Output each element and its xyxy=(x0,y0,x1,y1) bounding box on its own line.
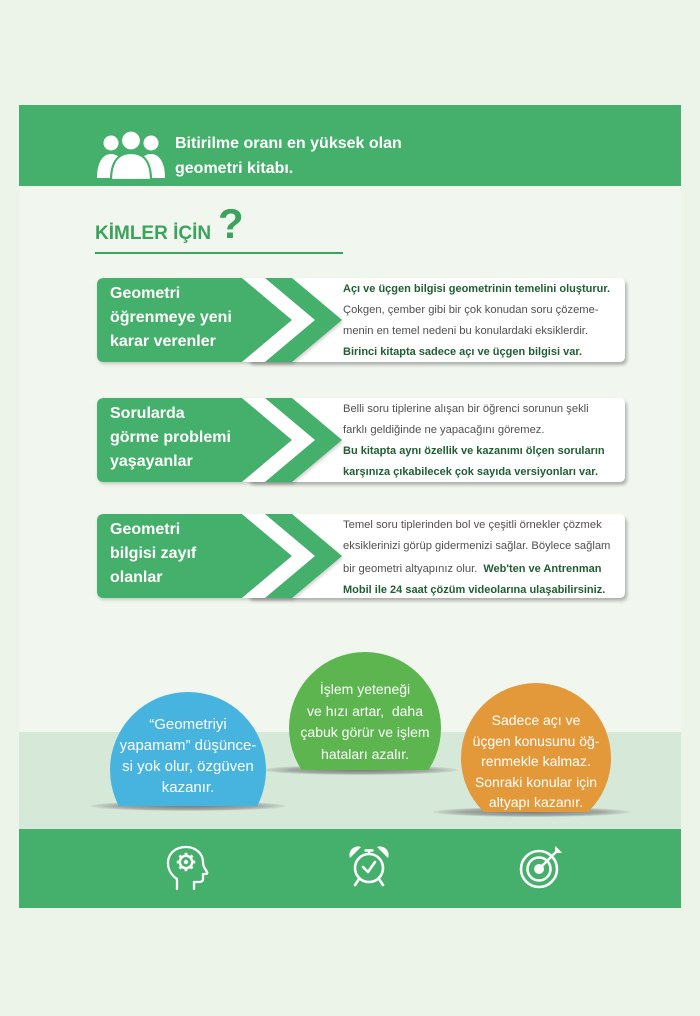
bubble-line: hataları azalır. xyxy=(321,745,409,762)
header-tagline-line: geometri kitabı. xyxy=(175,160,294,177)
bubble-shadow xyxy=(433,807,630,817)
description-line: Açı ve üçgen bilgisi geometrinin temelin… xyxy=(343,283,611,295)
description-line: Çokgen, çember gibi bir çok konudan soru… xyxy=(343,304,599,316)
bubble-shadow xyxy=(262,765,458,775)
description-line: Temel soru tiplerinden bol ve çeşitli ör… xyxy=(343,519,602,531)
description-line: Bu kitapta aynı özellik ve kazanımı ölçe… xyxy=(343,445,605,457)
audience-label-line: Geometri xyxy=(110,285,181,302)
audience-label-line: öğrenmeye yeni xyxy=(110,309,232,326)
description-line: bir geometri altyapınız olur. Web'ten ve … xyxy=(343,557,610,580)
bubble-line: Sadece açı ve xyxy=(491,712,581,728)
description-line: menin en temel nedeni bu konulardaki eks… xyxy=(343,325,589,337)
audience-label-line: bilgisi zayıf xyxy=(110,545,197,562)
audience-label: Geometri bilgisi zayıf olanlar xyxy=(110,518,196,590)
section-title: KİMLER İÇİN xyxy=(95,223,212,244)
bubble-disc xyxy=(461,683,611,812)
chevron-arrow-shape xyxy=(97,514,342,598)
bubble-line: si yok olur, özgüven xyxy=(122,758,254,775)
audience-label-line: görme problemi xyxy=(110,429,231,446)
audience-row: Sorularda görme problemi yaşayanlar Bell… xyxy=(97,398,627,482)
alarm-clock-icon xyxy=(349,846,389,887)
audience-label-line: olanlar xyxy=(110,569,163,586)
bubble-line: İşlem yeteneği xyxy=(319,681,411,697)
bubble-line: çabuk görür ve işlem xyxy=(300,724,430,740)
benefit-bubble-green: İşlem yeteneği ve hızı artar, daha çabuk… xyxy=(289,652,441,770)
description-text: Açı ve üçgen bilgisi geometrinin temelin… xyxy=(343,279,610,363)
section-divider xyxy=(95,252,343,254)
bubble-line: “Geometriyi xyxy=(149,716,227,733)
chevron-arrow-shape xyxy=(97,278,342,362)
audience-label: Sorularda görme problemi yaşayanlar xyxy=(110,402,231,474)
chevron-arrow-shape xyxy=(97,398,342,482)
audience-label-line: karar verenler xyxy=(110,333,216,350)
bubble-text: İşlem yeteneği ve hızı artar, daha çabuk… xyxy=(289,679,441,765)
description-line: Belli soru tiplerine alışan bir öğrenci … xyxy=(343,403,589,415)
description-segment-bold: Web'ten ve Antrenman xyxy=(483,563,602,575)
audience-row: Geometri öğrenmeye yeni karar verenler A… xyxy=(97,278,627,362)
bubble-line: Sonraki konular için xyxy=(474,773,598,790)
bubble-text: Sadece açı ve üçgen konusunu öğ- renmekl… xyxy=(461,710,611,812)
bubble-shadow xyxy=(90,801,286,811)
people-group-icon xyxy=(97,129,165,180)
description-segment: bir geometri altyapınız olur. xyxy=(343,563,478,575)
benefit-bubble-orange: Sadece açı ve üçgen konusunu öğ- renmekl… xyxy=(461,683,611,812)
description-line: farklı geldiğinde ne yapacağını göremez. xyxy=(343,424,545,436)
footer-band xyxy=(19,829,681,908)
bubble-line: kazanır. xyxy=(161,779,215,796)
question-mark: ? xyxy=(218,200,244,247)
bubble-disc xyxy=(289,652,441,770)
audience-row: Geometri bilgisi zayıf olanlar Temel sor… xyxy=(97,514,627,598)
bubble-line: renmekle kalmaz. xyxy=(481,753,591,769)
header-tagline: Bitirilme oranı en yüksek olan geometri … xyxy=(175,131,402,181)
description-line: karşınıza çıkabilecek çok sayıda versiyo… xyxy=(343,466,598,478)
audience-label: Geometri öğrenmeye yeni karar verenler xyxy=(110,282,232,354)
header-tagline-line: Bitirilme oranı en yüksek olan xyxy=(175,135,402,152)
description-text: Belli soru tiplerine alışan bir öğrenci … xyxy=(343,399,605,483)
bubble-line: yapamam” düşünce- xyxy=(119,737,257,754)
description-line: eksiklerinizi görüp gidermenizi sağlar. … xyxy=(343,540,611,552)
audience-label-line: Geometri xyxy=(110,521,181,538)
target-icon xyxy=(519,846,562,889)
head-gear-icon xyxy=(166,845,209,891)
audience-label-line: Sorularda xyxy=(110,405,185,422)
bubble-disc xyxy=(110,692,266,806)
bubble-text: “Geometriyi yapamam” düşünce- si yok olu… xyxy=(110,714,266,798)
bubble-line: altyapı kazanır. xyxy=(488,794,584,810)
audience-label-line: yaşayanlar xyxy=(110,453,193,470)
benefit-bubble-blue: “Geometriyi yapamam” düşünce- si yok olu… xyxy=(110,692,266,806)
bubble-line: üçgen konusunu öğ- xyxy=(472,732,600,749)
description-text: Temel soru tiplerinden bol ve çeşitli ör… xyxy=(343,515,610,601)
bubble-line: ve hızı artar, daha xyxy=(307,702,423,719)
description-line: Birinci kitapta sadece açı ve üçgen bilg… xyxy=(343,346,583,358)
description-line: Mobil ile 24 saat çözüm videolarına ulaş… xyxy=(343,584,606,596)
